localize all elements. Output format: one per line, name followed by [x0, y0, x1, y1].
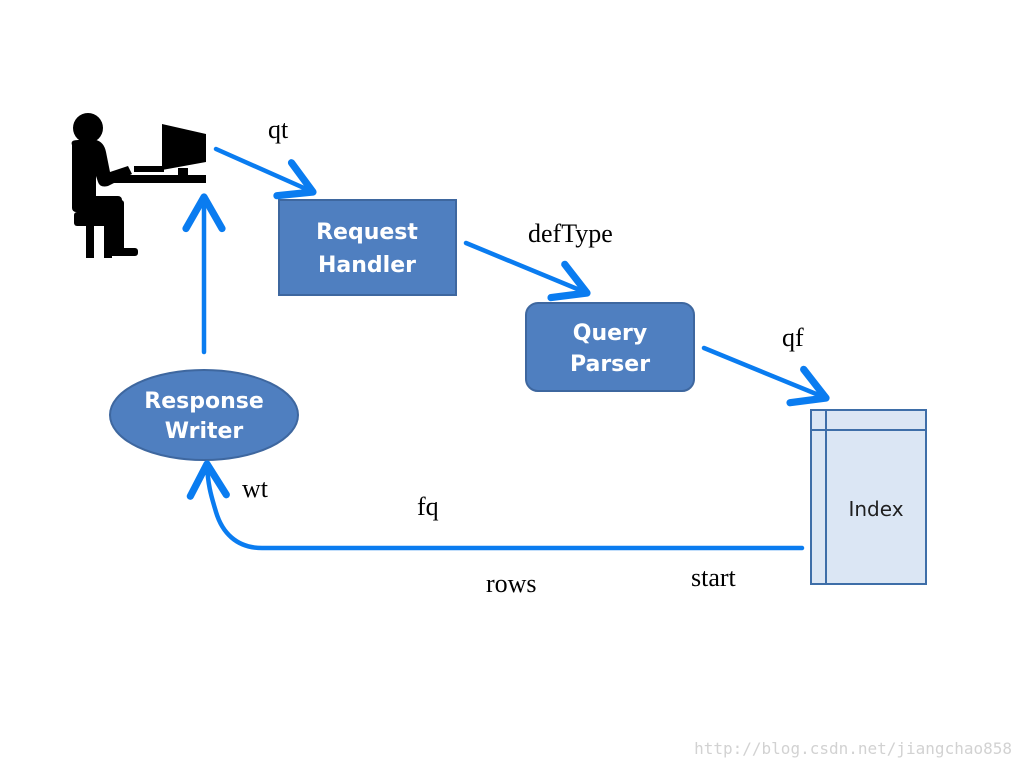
arrow-user-to-request-handler [213, 146, 317, 200]
query-parser-label-line1: Query [573, 321, 647, 346]
response-writer-label-line2: Writer [165, 419, 244, 444]
param-fq-label: fq [417, 492, 439, 521]
response-writer-label-line1: Response [144, 389, 264, 414]
watermark-text: http://blog.csdn.net/jiangchao858 [694, 739, 1012, 758]
request-handler-label-line2: Handler [318, 253, 416, 278]
query-parser-label-line2: Parser [570, 352, 650, 377]
response-writer-node: Response Writer [109, 369, 299, 461]
arrow-index-to-response-writer [186, 460, 805, 551]
param-rows-label: rows [486, 569, 537, 598]
request-handler-label-line1: Request [316, 220, 418, 245]
index-label: Index [848, 497, 903, 521]
arrow-query-parser-to-index [701, 345, 830, 407]
request-handler-node: Request Handler [278, 199, 457, 296]
param-qf-label: qf [782, 323, 804, 352]
param-qt-label: qt [268, 115, 289, 144]
index-node: Index [810, 409, 927, 585]
param-start-label: start [691, 563, 737, 592]
arrow-request-handler-to-query-parser [463, 240, 591, 302]
param-wt-label: wt [242, 474, 269, 503]
query-parser-node: Query Parser [525, 302, 695, 392]
user-at-computer-icon [71, 113, 206, 258]
param-deftype-label: defType [528, 219, 613, 248]
